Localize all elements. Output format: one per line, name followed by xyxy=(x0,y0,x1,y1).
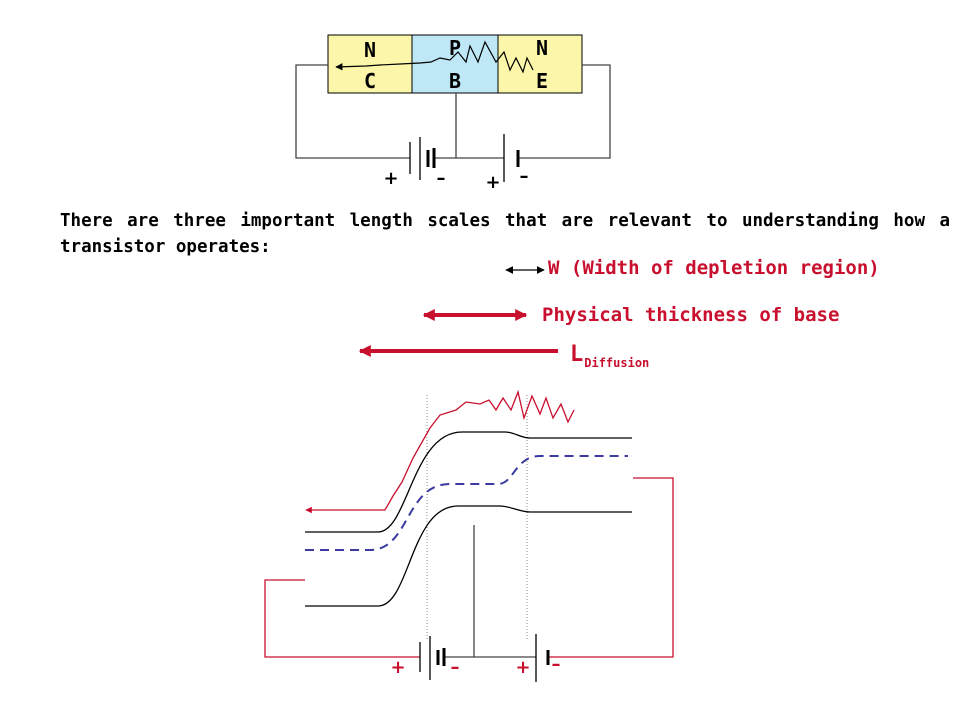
conduction-band xyxy=(305,431,632,533)
npn-structure: N C P B N E xyxy=(327,34,583,94)
base-thickness-label-text: Physical thickness of base xyxy=(542,304,840,326)
bottom-battery1-plus: + xyxy=(390,657,405,678)
diffusion-length-symbol: L xyxy=(570,342,584,367)
diffusion-length-subscript: Diffusion xyxy=(584,356,650,370)
top-battery2-minus: – xyxy=(520,166,529,187)
base-terminal-label: B xyxy=(449,69,461,93)
collector-type-label: N xyxy=(364,38,376,62)
collector-terminal-label: C xyxy=(364,69,376,93)
top-battery1-minus: – xyxy=(437,168,446,189)
emitter-type-label: N xyxy=(536,36,548,60)
diffusion-length-label: LDiffusion xyxy=(570,342,650,370)
bottom-circuit xyxy=(264,477,674,658)
valence-band xyxy=(305,505,632,607)
bottom-battery2-minus: – xyxy=(552,654,561,675)
depletion-width-label: W (Width of depletion region) xyxy=(548,257,880,279)
top-batteries xyxy=(409,134,520,182)
bottom-battery2-plus: + xyxy=(515,657,530,678)
fermi-level xyxy=(305,455,628,551)
band-diagram: + – + – xyxy=(264,389,674,682)
bottom-battery1-minus: – xyxy=(451,657,460,678)
base-type-label: P xyxy=(449,36,461,60)
top-circuit xyxy=(295,64,611,159)
emitter-terminal-label: E xyxy=(536,69,548,93)
bottom-batteries xyxy=(419,634,550,682)
emitter-region xyxy=(497,34,583,94)
top-battery2-plus: + xyxy=(485,172,500,193)
top-battery1-plus: + xyxy=(383,168,398,189)
electron-path-top xyxy=(335,40,534,74)
description-text: There are three important length scales … xyxy=(60,211,950,257)
electron-path-bottom xyxy=(305,389,575,514)
base-thickness-label: Physical thickness of base xyxy=(542,304,839,326)
depletion-width-label-text: W (Width of depletion region) xyxy=(548,257,880,279)
